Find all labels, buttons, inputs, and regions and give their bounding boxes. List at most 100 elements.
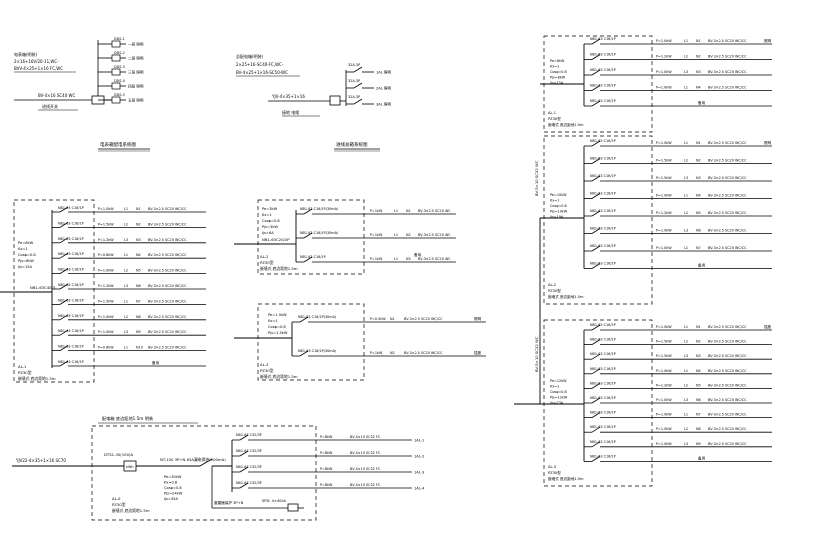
d2-box xyxy=(329,95,341,106)
panel-a-cable: BV-3×2.5 SC20 WC/CC xyxy=(148,346,187,350)
panel-d-cable: BV-4×10 SC32 FC xyxy=(350,451,381,455)
panel-c-box-label: AL-3 xyxy=(260,362,269,367)
d2-output-text: 3AL 照明 xyxy=(376,102,391,107)
right-box-sub: PZ30型 xyxy=(548,288,561,293)
panel-d-meter-label: DTS1-30(100)A xyxy=(104,452,133,457)
panel-d-breaker-label: NB1-63 C32/3P xyxy=(236,433,262,437)
panel-d-top-label: 配电箱 底边距地1.5m 明装 xyxy=(102,415,154,422)
right-code: N8 xyxy=(696,427,701,431)
right-code: N1 xyxy=(696,325,701,329)
right-code: N5 xyxy=(696,211,701,215)
right-cable: BV-3×2.5 SC20 WC/CC xyxy=(708,442,747,446)
panel-d-cable: BV-4×10 SC32 FC xyxy=(350,483,381,487)
panel-a-breaker-label: NB1-63 C16/1P xyxy=(58,252,84,256)
right-cable: BV-3×2.5 SC20 WC/CC xyxy=(708,159,747,163)
d2-feeder-label: YJV-4×35+1×16 xyxy=(271,94,305,99)
panel-d-load: P=8kW xyxy=(320,467,333,471)
breaker-switch-icon xyxy=(591,54,601,60)
side-note-line: Kx=1 xyxy=(262,213,272,217)
right-box-sub2: 嵌墙式 底边距地1.5m xyxy=(548,476,584,481)
right-code: N2 xyxy=(696,55,701,59)
breaker-switch-icon xyxy=(591,69,601,76)
right-phase: L1 xyxy=(684,369,688,373)
panel-a-box-sub2: 嵌墙式 底边距地1.5m xyxy=(18,376,56,381)
panel-d-box-sub2: 嵌墙式 底边距地1.5m xyxy=(112,508,150,513)
panel-d-breaker-label: NB1-63 C32/3P xyxy=(236,449,262,453)
right-breaker-label: NB1-63 C16/1P xyxy=(590,192,616,196)
right-spare-label: 备用 xyxy=(698,100,706,105)
right-load: P=1.0kW xyxy=(656,325,672,329)
panel-a-breaker-label: NB1-63 C16/1P xyxy=(58,221,84,225)
breaker-switch-icon xyxy=(591,397,601,404)
panel-a-phase: L3 xyxy=(124,284,128,288)
right-cable: BV-3×2.5 SC20 WC/CC xyxy=(708,246,747,250)
right-load: P=1.0kW xyxy=(656,442,672,446)
side-note-line: Pe=3kW xyxy=(262,207,278,211)
right-section: Pe=12kWKx=1Cosφ=0.8Pjs=12kWIjs=23AAL-3PZ… xyxy=(540,319,772,487)
right-panel: BV-5×10 SC32 WC BV-5×10 SC32 WC Pe=8kWKx… xyxy=(514,35,772,487)
right-side-note-line: Kx=1 xyxy=(550,65,559,69)
right-cable: BV-3×2.5 SC20 WC/CC xyxy=(708,176,747,180)
panel-d-main-breaker: NT-100 3P+N 63A漏电保护(300mA) xyxy=(160,457,226,462)
d1-output-label: DDS-5 xyxy=(114,93,125,97)
panel-d-main-switch xyxy=(199,458,213,467)
breaker-switch-icon xyxy=(59,206,69,213)
panel-a-code: N6 xyxy=(136,284,141,288)
right-cable: BV-3×2.5 SC20 WC/CC xyxy=(708,383,747,387)
right-breaker-label: NB1-63 C16/1P xyxy=(590,396,616,400)
right-cable: BV-3×2.5 SC20 WC/CC xyxy=(708,325,747,329)
panel-a-code: N3 xyxy=(136,238,141,242)
d1-note-1: 电表箱(明装) xyxy=(14,51,38,57)
right-side-note-line: Ijs=23A xyxy=(550,401,564,405)
panel-a-load: P=1.2kW xyxy=(98,238,114,242)
right-code: N3 xyxy=(696,176,701,180)
right-breaker-label: NB1-63 C16/1P xyxy=(590,411,616,415)
d1-sub-label: 进线开关 xyxy=(42,103,58,109)
right-side-note-line: Pjs=12kW xyxy=(550,396,568,400)
panel-d-meter-text: kWh xyxy=(126,465,133,469)
right-load: P=1.0kW xyxy=(656,70,672,74)
side-note-line: Pjs=3kW xyxy=(262,225,278,229)
panel-d-dest: 1AL-1 xyxy=(414,439,424,443)
breaker-switch-icon xyxy=(353,98,363,105)
d1-title: 电表箱配电系统图 xyxy=(100,141,136,148)
right-side-note-line: Pjs=8kW xyxy=(550,76,566,80)
panel-a-phase: L1 xyxy=(124,299,128,303)
d2-sub-label: 接地 电缆 xyxy=(282,109,299,115)
panel-b-box-label: AL-2 xyxy=(260,254,269,259)
breaker-switch-icon xyxy=(591,412,601,418)
panel-c-breaker-label: NB1-63 C16/1P(30mA) xyxy=(298,349,337,353)
side-note-line: Cosφ=0.8 xyxy=(164,486,182,490)
right-cable: BV-3×2.5 SC20 WC/CC xyxy=(708,211,747,215)
right-phase: L2 xyxy=(684,427,688,431)
panel-a-phase: L3 xyxy=(124,330,128,334)
right-code: N1 xyxy=(696,141,701,145)
panel-b-code: N2 xyxy=(406,233,411,237)
breaker-switch-icon xyxy=(591,38,601,45)
surge-protector-icon xyxy=(287,503,299,512)
panel-a-cable: BV-3×2.5 SC20 WC/CC xyxy=(148,269,187,273)
side-note-line: Pjs=8kW xyxy=(18,259,34,263)
d1-output-text: 四层 照明 xyxy=(128,84,144,89)
right-code: N4 xyxy=(696,86,701,90)
right-load: P=1.5kW xyxy=(656,354,672,358)
panel-a-phase: L2 xyxy=(124,269,128,273)
panel-a-main-breaker: NB1-63C40/3 xyxy=(30,285,56,290)
right-cable: BV-3×2.5 SC20 WC/CC xyxy=(708,427,747,431)
panel-b-code: N3 xyxy=(406,257,411,261)
right-side-note-line: Pe=8kW xyxy=(550,59,565,63)
panel-c-dest: 插座 xyxy=(474,350,482,355)
panel-c-code: N1 xyxy=(390,317,395,321)
breaker-switch-icon xyxy=(303,256,313,263)
breaker-switch-icon xyxy=(239,450,249,457)
panel-a-spare-label: 备用 xyxy=(152,360,160,365)
right-phase: L3 xyxy=(684,398,688,402)
side-note-line: Ijs=6A xyxy=(262,231,274,235)
right-code: N1 xyxy=(696,39,701,43)
breaker-switch-icon xyxy=(591,100,601,107)
panel-a-breaker-label: NB1-63 C16/1P xyxy=(58,206,84,210)
breaker-switch-icon xyxy=(59,237,69,244)
panel-a-box-label: AL-1 xyxy=(18,364,27,369)
